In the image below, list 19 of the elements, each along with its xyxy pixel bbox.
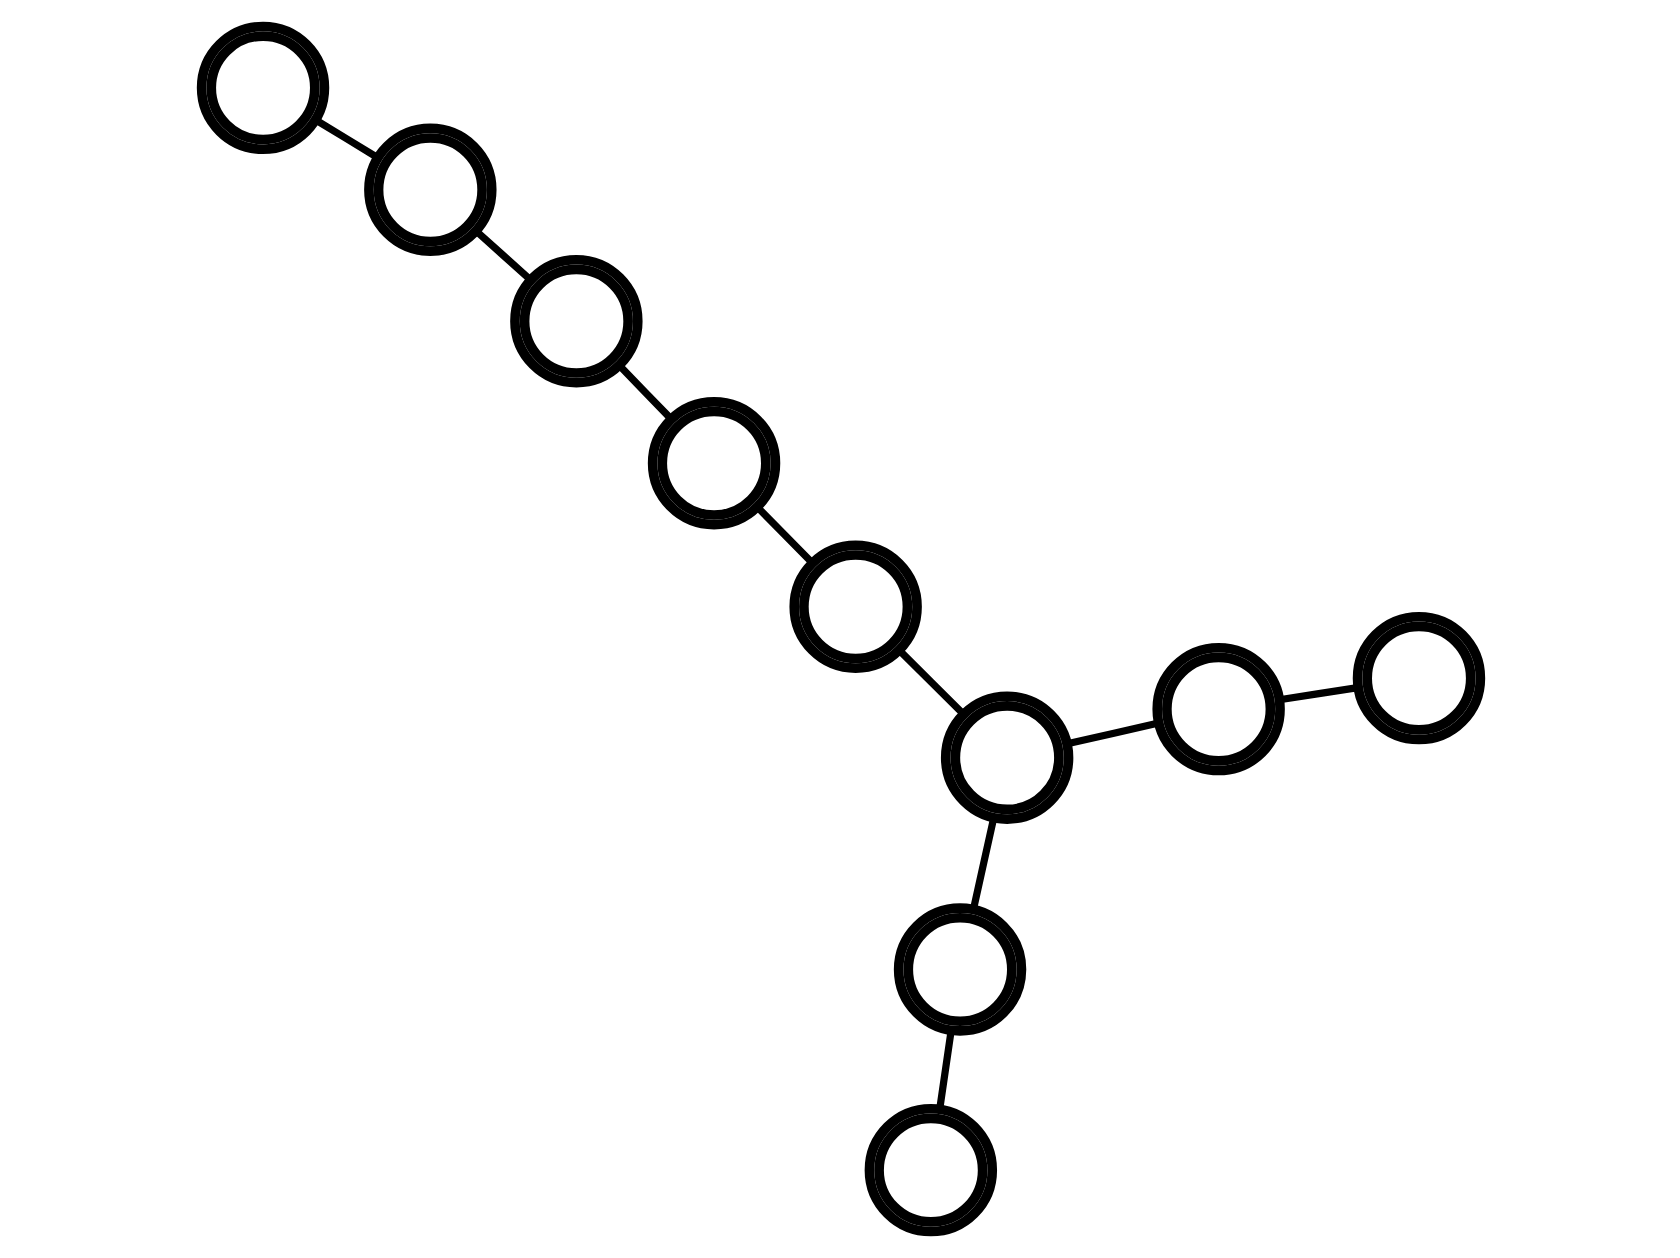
connector	[1065, 719, 1159, 748]
node-circle	[939, 691, 1073, 824]
node-circle	[195, 21, 329, 155]
connector	[313, 117, 379, 161]
connector	[935, 1030, 954, 1110]
node-circle	[1351, 611, 1485, 745]
connector	[615, 362, 673, 422]
node-circle	[1151, 642, 1284, 776]
node-circle	[892, 903, 1026, 1036]
connector	[754, 505, 814, 566]
connector	[473, 228, 532, 283]
node-circle	[788, 540, 921, 673]
connector	[1277, 684, 1358, 704]
node-circle	[863, 1103, 997, 1237]
node-circle	[509, 254, 642, 388]
node-circle	[646, 397, 780, 530]
connector	[968, 817, 997, 910]
node-circle	[363, 123, 496, 256]
connector	[896, 648, 965, 717]
